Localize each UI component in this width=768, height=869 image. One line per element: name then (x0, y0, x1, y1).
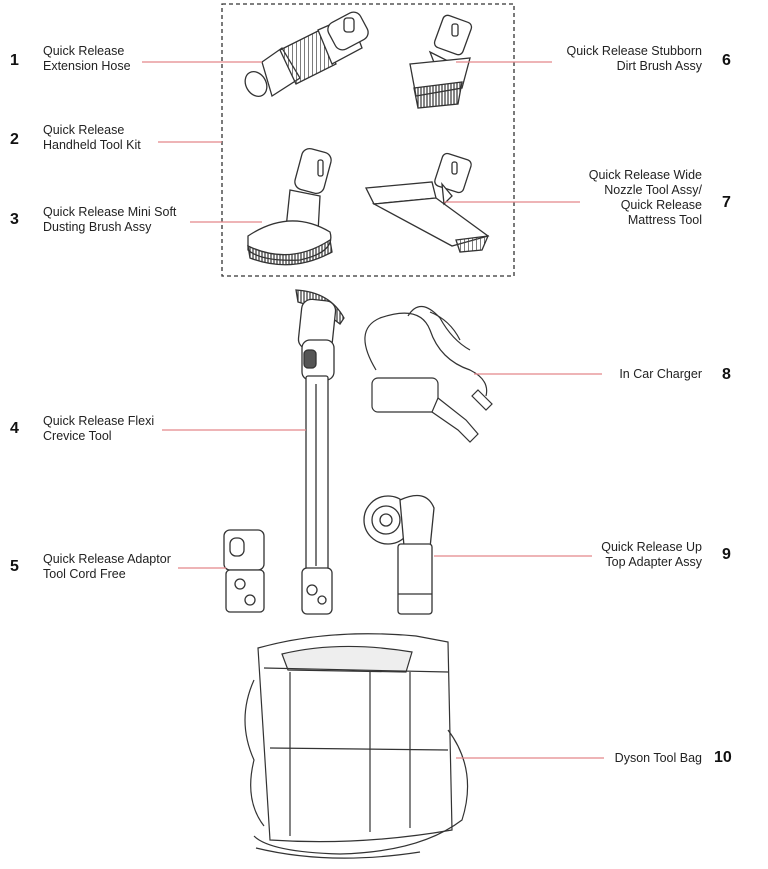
part-number-9: 9 (722, 546, 731, 563)
part-label-8: In Car Charger (619, 367, 702, 382)
part-label-4: Quick Release Flexi Crevice Tool (43, 414, 154, 444)
part-number-8: 8 (722, 366, 731, 383)
part-number-2: 2 (10, 131, 19, 148)
part-label-2-line-2: Handheld Tool Kit (43, 138, 141, 152)
part-label-5-line-2: Tool Cord Free (43, 567, 126, 581)
part-number-5: 5 (10, 558, 19, 575)
part-label-1-line-2: Extension Hose (43, 59, 131, 73)
part-number-7: 7 (722, 194, 731, 211)
part-label-1: Quick Release Extension Hose (43, 44, 131, 74)
part-label-9-line-2: Top Adapter Assy (605, 555, 702, 569)
part-label-9-line-1: Quick Release Up (601, 540, 702, 554)
part-label-10-line-1: Dyson Tool Bag (614, 751, 702, 765)
part-label-3-line-2: Dusting Brush Assy (43, 220, 152, 234)
part-label-4-line-1: Quick Release Flexi (43, 414, 155, 428)
part-label-1-line-1: Quick Release (43, 44, 125, 58)
part-label-6: Quick Release Stubborn Dirt Brush Assy (567, 44, 703, 74)
part-label-2: Quick Release Handheld Tool Kit (43, 123, 141, 153)
part-label-9: Quick Release Up Top Adapter Assy (601, 540, 702, 570)
part-number-1: 1 (10, 52, 19, 69)
stubborn-brush-icon (409, 14, 473, 109)
part-number-6: 6 (722, 52, 731, 69)
part-label-8-line-1: In Car Charger (619, 367, 702, 381)
up-top-adapter-icon (363, 494, 435, 615)
part-label-7-line-1: Quick Release Wide (588, 168, 702, 182)
part-label-7: Quick Release Wide Nozzle Tool Assy/ Qui… (589, 168, 702, 228)
part-label-6-line-2: Dirt Brush Assy (616, 59, 702, 73)
part-label-7-line-4: Mattress Tool (627, 213, 702, 227)
part-number-3: 3 (10, 211, 19, 228)
part-label-5-line-1: Quick Release Adaptor (43, 552, 171, 566)
wide-nozzle-icon (364, 152, 490, 253)
part-number-10: 10 (714, 749, 732, 766)
part-label-7-line-2: Nozzle Tool Assy/ (604, 183, 702, 197)
leader-lines (142, 61, 604, 759)
part-label-3: Quick Release Mini Soft Dusting Brush As… (43, 205, 176, 235)
part-label-4-line-2: Crevice Tool (43, 429, 112, 443)
part-label-7-line-3: Quick Release (620, 198, 702, 212)
part-label-2-line-1: Quick Release (43, 123, 125, 137)
dusting-brush-icon (247, 147, 333, 266)
part-label-6-line-1: Quick Release Stubborn (566, 44, 703, 58)
part-label-5: Quick Release Adaptor Tool Cord Free (43, 552, 171, 582)
car-charger-icon (364, 305, 493, 443)
part-label-10: Dyson Tool Bag (615, 751, 702, 766)
tool-bag-icon (244, 633, 469, 859)
adaptor-icon (223, 529, 265, 613)
extension-hose-icon (244, 11, 369, 98)
tool-kit-box-icon (221, 3, 515, 277)
crevice-tool-icon (295, 289, 345, 615)
part-label-3-line-1: Quick Release Mini Soft (43, 205, 177, 219)
part-number-4: 4 (10, 420, 19, 437)
